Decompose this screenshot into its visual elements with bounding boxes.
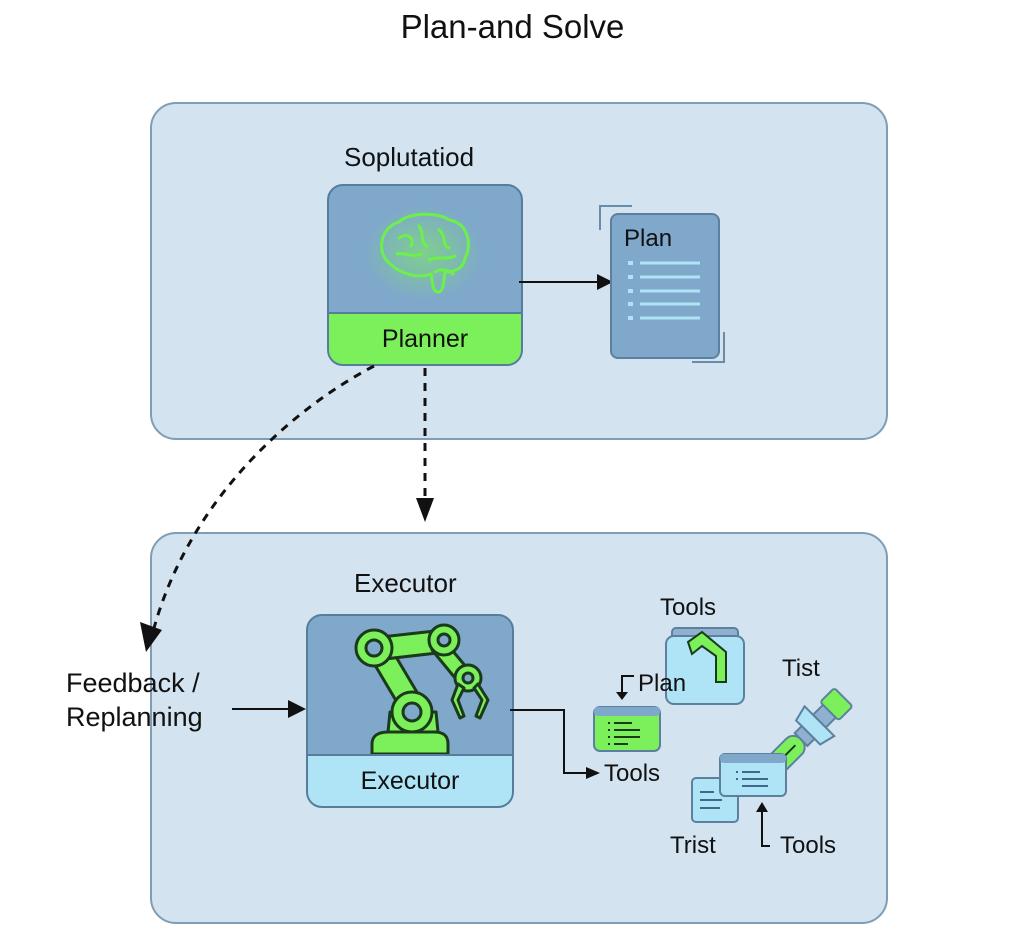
tools-wrench-card-icon[interactable]: [664, 626, 746, 708]
planner-node[interactable]: Planner: [327, 184, 523, 366]
plan-tool-label: Plan: [638, 670, 687, 697]
tools-bottom-elbow-arrow: [756, 802, 770, 847]
document-list-icon: [628, 261, 700, 320]
tools-label-top: Tools: [660, 594, 717, 621]
executor-node[interactable]: Executor: [306, 614, 514, 808]
plan-list-card-icon[interactable]: [592, 705, 662, 753]
executor-to-tools-connector: [510, 709, 600, 779]
planner-panel-heading: Soplutatiod: [344, 142, 475, 172]
planner-to-plan-arrow: [519, 274, 613, 290]
feedback-label-line2: Replanning: [66, 702, 203, 732]
executor-node-label: Executor: [308, 754, 512, 806]
robot-arm-icon: [354, 623, 490, 756]
tools-label-bottom: Tools: [780, 832, 837, 859]
plan-document[interactable]: Plan: [610, 213, 720, 359]
tools-label-mid: Tools: [604, 760, 661, 787]
feedback-label-line1: Feedback /: [66, 668, 200, 698]
planner-node-label: Planner: [329, 312, 521, 364]
trist-doc-stack-icon[interactable]: [690, 752, 790, 826]
plan-elbow-arrow: [616, 675, 634, 700]
tist-label: Tist: [782, 655, 820, 682]
trist-label: Trist: [670, 832, 716, 859]
feedback-to-executor-arrow: [232, 700, 306, 718]
plan-document-label: Plan: [624, 225, 673, 252]
executor-panel: [150, 532, 888, 924]
planner-to-executor-dashed-arrow: [416, 368, 434, 522]
plan-doc-brackets: [599, 205, 725, 363]
diagram-title: Plan-and Solve: [400, 8, 625, 45]
executor-panel-heading: Executor: [354, 568, 457, 598]
brain-icon: [364, 205, 484, 301]
replanning-feedback-dashed-arrow: [140, 364, 375, 652]
